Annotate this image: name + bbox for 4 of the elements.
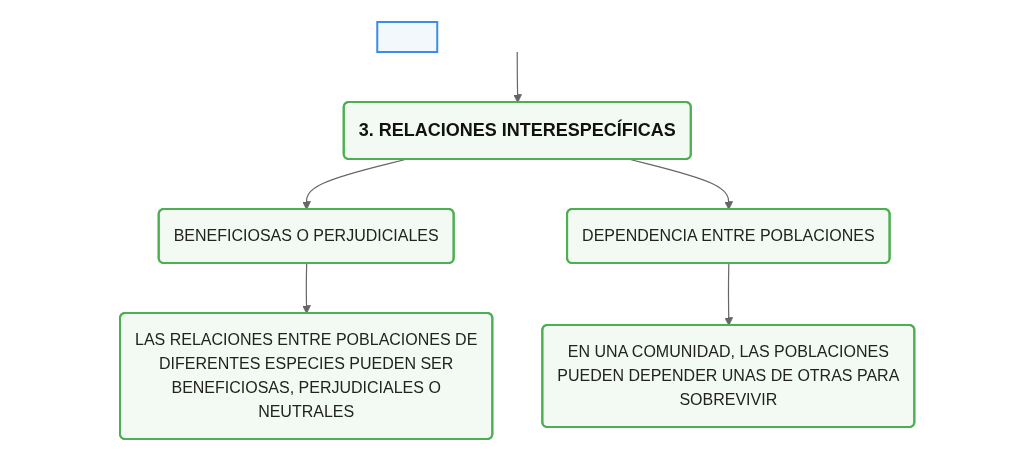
arrow [724,262,734,326]
arrow [302,262,312,314]
node-box [376,21,439,53]
arrow [513,51,523,103]
